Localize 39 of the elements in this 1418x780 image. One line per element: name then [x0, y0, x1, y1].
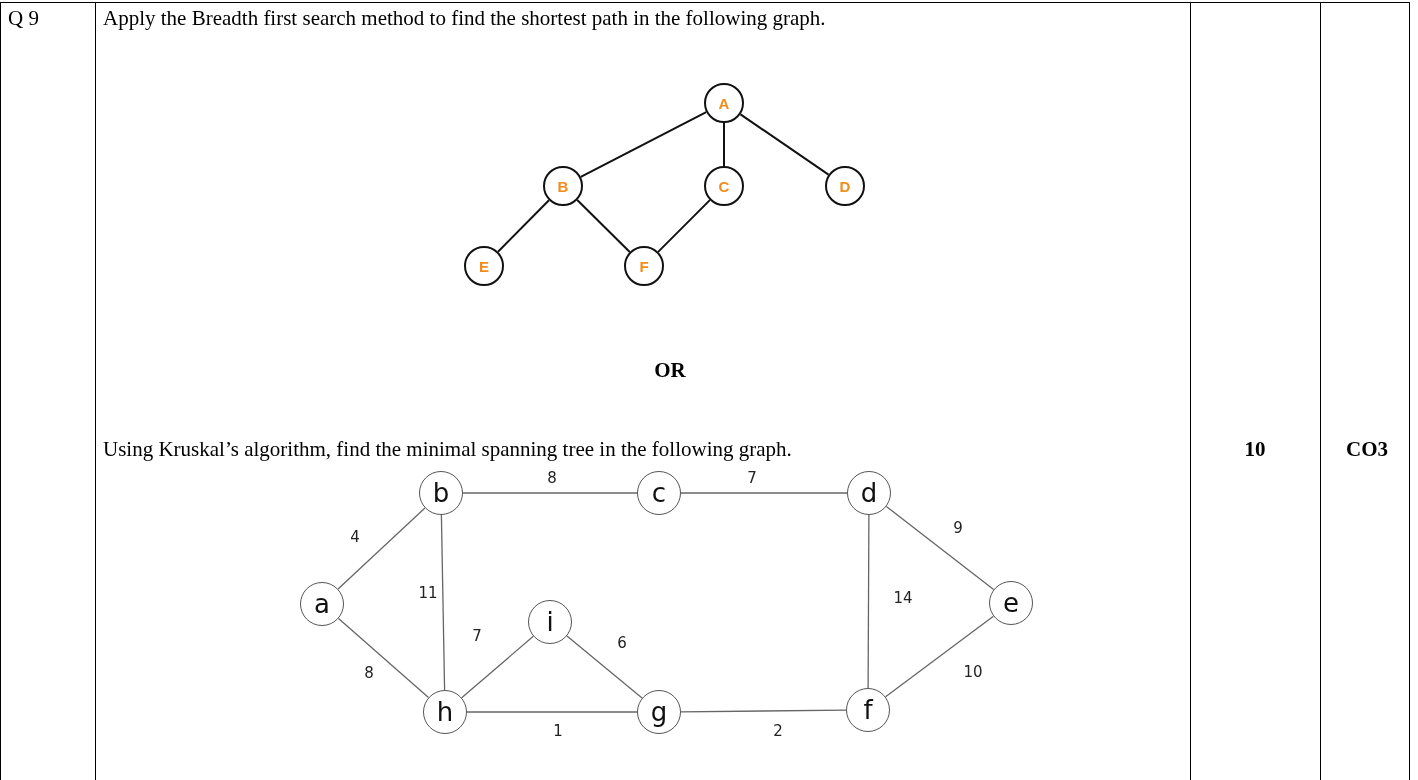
graph-vertex: c: [637, 471, 681, 515]
graph-edge: [576, 199, 631, 253]
graph-vertex: d: [847, 471, 891, 515]
graph-edge: [337, 617, 430, 699]
graph-edge: [566, 635, 643, 699]
graph-edge: [680, 709, 847, 713]
graph-vertex: B: [543, 166, 583, 206]
graph-edge: [440, 514, 446, 691]
graph-vertex: g: [637, 690, 681, 734]
graph-edge: [723, 122, 725, 167]
graph-vertex: i: [528, 600, 572, 644]
course-outcome: CO3: [1345, 437, 1389, 462]
graph-vertex: a: [300, 582, 344, 626]
graph-vertex: D: [825, 166, 865, 206]
graph-edge: [885, 505, 995, 591]
graph-vertex: A: [704, 83, 744, 123]
marks-value: 10: [1243, 437, 1267, 462]
graph-vertex: f: [846, 688, 890, 732]
graph-edge: [739, 113, 830, 176]
graph-vertex: E: [464, 246, 504, 286]
graph-vertex: F: [624, 246, 664, 286]
graph-edge: [884, 615, 995, 698]
question-text: Using Kruskal’s algorithm, find the minimal spanning tree in the following graph.: [103, 437, 793, 462]
graph-vertex: C: [704, 166, 744, 206]
graph-edge: [867, 514, 870, 689]
graph-edge: [680, 492, 848, 494]
graph-vertex: e: [989, 581, 1033, 625]
graph-vertex: h: [423, 690, 467, 734]
graph-edge: [579, 111, 708, 178]
graph-edge: [497, 199, 550, 253]
graph-edge: [461, 635, 534, 699]
graph-edge: [657, 199, 711, 253]
graph-edge: [462, 492, 638, 494]
graph-edge: [466, 711, 638, 713]
or-separator: OR: [653, 358, 687, 383]
question-number: Q 9: [8, 6, 40, 31]
graph-edge: [337, 507, 426, 590]
graph-vertex: b: [419, 471, 463, 515]
question-text: Apply the Breadth first search method to find the shortest path in the following graph.: [103, 6, 827, 31]
